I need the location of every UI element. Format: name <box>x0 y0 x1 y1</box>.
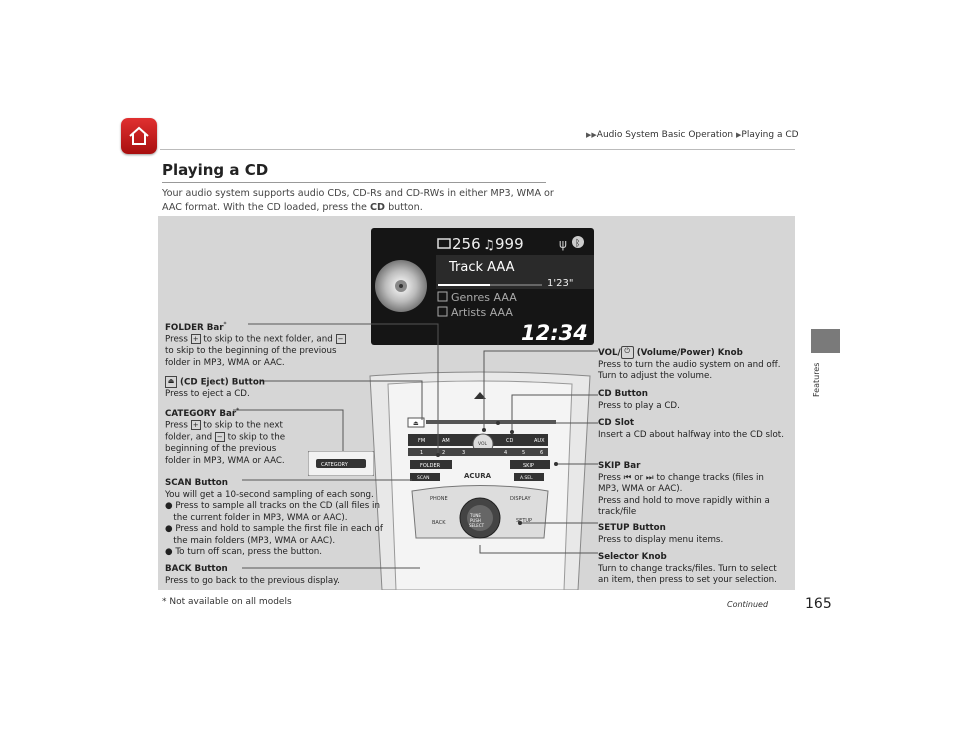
power-icon: ⏻ <box>620 346 634 359</box>
svg-text:AM: AM <box>442 438 450 444</box>
intro-text: Your audio system supports audio CDs, CD… <box>162 188 554 213</box>
home-icon <box>129 126 149 145</box>
selector-knob-callout: Selector Knob Turn to change tracks/file… <box>598 552 777 585</box>
breadcrumb-item[interactable]: Playing a CD <box>741 130 799 140</box>
cd-slot-callout: CD Slot Insert a CD about halfway into t… <box>598 418 784 440</box>
plus-key-icon: + <box>190 420 201 431</box>
page-number: 165 <box>805 596 832 612</box>
folder-count: 256 <box>452 235 481 253</box>
plus-key-icon: + <box>190 334 201 345</box>
svg-text:PHONE: PHONE <box>430 496 448 502</box>
display-graphics: 256 ♫ 999 ψ ᛒ Track AAA 1'23" Genres AAA… <box>375 235 594 345</box>
svg-text:1: 1 <box>420 450 423 456</box>
svg-text:DISPLAY: DISPLAY <box>510 496 531 502</box>
home-button[interactable] <box>121 118 157 154</box>
continued-label: Continued <box>727 600 769 609</box>
audio-display-screen: 256 ♫ 999 ψ ᛒ Track AAA 1'23" Genres AAA… <box>371 228 594 345</box>
back-button-callout: BACK Button Press to go back to the prev… <box>165 564 340 586</box>
svg-text:4: 4 <box>504 450 507 456</box>
minus-key-icon: − <box>335 334 346 345</box>
minus-key-icon: − <box>214 432 225 443</box>
side-tab-label[interactable]: Features <box>812 362 821 397</box>
svg-text:FOLDER: FOLDER <box>420 463 441 469</box>
scan-button-mark <box>410 473 440 481</box>
usb-icon: ψ <box>559 237 567 251</box>
svg-text:CATEGORY: CATEGORY <box>321 462 349 468</box>
svg-text:3: 3 <box>462 450 465 456</box>
skip-bar-callout: SKIP Bar Press ⏮ or ⏭ to change tracks (… <box>598 461 770 517</box>
side-tab-marker <box>811 329 840 353</box>
skip-back-icon: ⏮ <box>623 472 632 483</box>
svg-text:FM: FM <box>418 438 425 444</box>
music-note-icon: ♫ <box>483 238 495 253</box>
cd-keyword: CD <box>370 202 386 213</box>
setup-button-callout: SETUP Button Press to display menu items… <box>598 523 724 545</box>
folder-bar-callout: FOLDER Bar* Press + to skip to the next … <box>165 319 365 369</box>
svg-text:PUSH: PUSH <box>470 518 481 523</box>
cd-button-callout: CD Button Press to play a CD. <box>598 389 680 411</box>
scan-button-callout: SCAN Button You will get a 10-second sam… <box>165 478 383 557</box>
cd-eject-callout: ⏏ (CD Eject) Button Press to eject a CD. <box>165 376 265 399</box>
svg-text:VOL: VOL <box>478 441 488 447</box>
svg-text:A.SEL: A.SEL <box>520 475 533 481</box>
svg-text:2: 2 <box>442 450 445 456</box>
svg-text:ᛒ: ᛒ <box>575 238 580 249</box>
eject-icon-mark <box>474 392 486 399</box>
skip-bar-mark <box>510 460 550 469</box>
header-divider <box>160 149 795 150</box>
skip-forward-icon: ⏭ <box>645 472 654 483</box>
svg-text:CD: CD <box>506 438 513 444</box>
artist-text: Artists AAA <box>451 306 513 319</box>
genre-text: Genres AAA <box>451 291 517 304</box>
cd-slot-mark <box>426 420 556 424</box>
track-count: 999 <box>495 235 524 253</box>
vol-knob-callout: VOL/⏻ (Volume/Power) Knob Press to turn … <box>598 346 781 381</box>
breadcrumb: ▶▶Audio System Basic Operation ▶Playing … <box>586 130 799 140</box>
svg-text:BACK: BACK <box>432 520 446 526</box>
footnote: * Not available on all models <box>162 597 292 607</box>
svg-text:SELECT: SELECT <box>469 523 485 528</box>
category-bar-callout: CATEGORY Bar* Press + to skip to the nex… <box>165 407 286 466</box>
svg-text:SCAN: SCAN <box>417 475 429 481</box>
title-divider <box>162 182 546 183</box>
track-name: Track AAA <box>448 260 515 275</box>
svg-text:6: 6 <box>540 450 543 456</box>
svg-text:SKIP: SKIP <box>523 463 534 469</box>
artist-icon <box>437 306 448 317</box>
bluetooth-icon <box>572 236 584 248</box>
eject-icon: ⏏ <box>165 376 177 388</box>
folder-icon <box>437 238 451 249</box>
svg-text:⏏: ⏏ <box>413 420 419 427</box>
svg-text:SETUP: SETUP <box>516 518 532 524</box>
svg-text:5: 5 <box>522 450 525 456</box>
progress-fill <box>438 284 490 286</box>
page-title: Playing a CD <box>162 161 269 179</box>
genre-icon <box>437 291 448 302</box>
svg-text:ACURA: ACURA <box>464 472 492 480</box>
svg-text:TUNE: TUNE <box>469 513 481 518</box>
elapsed-time: 1'23" <box>547 278 573 289</box>
breadcrumb-item[interactable]: Audio System Basic Operation <box>596 130 734 140</box>
category-bar-inset: CATEGORY <box>308 451 374 476</box>
svg-text:AUX: AUX <box>534 438 545 444</box>
clock: 12:34 <box>521 321 588 345</box>
folder-bar-mark <box>410 460 452 469</box>
